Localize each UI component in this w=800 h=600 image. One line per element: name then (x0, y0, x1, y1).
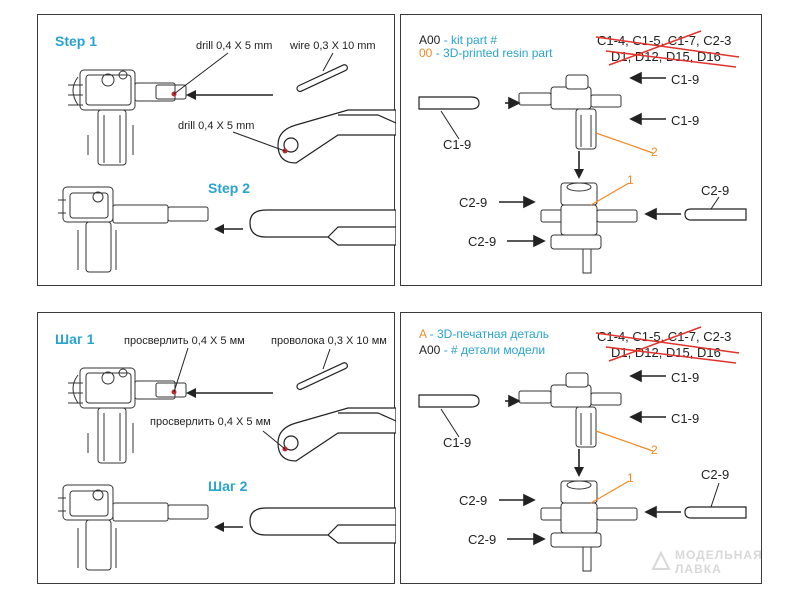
watermark-text-line-2: ЛАВКА (675, 562, 722, 576)
legend-kit-text-ru: - # детали модели (440, 343, 546, 357)
top-right-panel: A00 - kit part # 00 - 3D-printed resin p… (400, 14, 762, 286)
callout-2-ru: 2 (651, 443, 658, 457)
bottom-right-panel: A - 3D-печатная деталь A00 - # детали мо… (400, 312, 762, 584)
legend-resin-code-ru: A (419, 327, 427, 341)
legend-kit-part-ru: A00 - # детали модели (419, 343, 545, 357)
legend-resin-part-ru: A - 3D-печатная деталь (419, 327, 549, 341)
callout-1-ru: 1 (627, 471, 634, 485)
callout-1: 1 (627, 173, 634, 187)
drill-label-lower: drill 0,4 X 5 mm (178, 120, 255, 132)
label-c2-9-lower: C2-9 (468, 234, 497, 249)
struck-parts-line-2-ru: D1, D12, D15, D16 (611, 345, 721, 360)
legend-kit-part: A00 - kit part # (419, 33, 497, 47)
label-c2-9-right: C2-9 (701, 183, 730, 198)
step-1-rotor-head-drawing-ru (58, 347, 396, 571)
legend-kit-text: - kit part # (440, 33, 498, 47)
label-c1-9-left: C1-9 (443, 137, 472, 152)
wire-label: wire 0,3 X 10 mm (290, 40, 376, 52)
label-c1-9-lower-ru: C1-9 (671, 411, 700, 426)
label-c1-9-left-ru: C1-9 (443, 435, 472, 450)
watermark-text-line-1: МОДЕЛЬНАЯ (675, 548, 763, 562)
legend-kit-code-ru: A00 (419, 343, 441, 357)
step-1-rotor-head-drawing (58, 52, 396, 273)
wire-label-ru: проволока 0,3 X 10 мм (271, 335, 387, 347)
label-c1-9-upper: C1-9 (671, 72, 700, 87)
legend-resin-text: - 3D-printed resin part (432, 46, 553, 60)
struck-parts-line-1-ru: C1-4, C1-5, C1-7, C2-3 (597, 329, 732, 344)
step-2-title: Step 2 (208, 180, 251, 196)
label-c2-9-upper: C2-9 (459, 195, 488, 210)
struck-parts-line-2: D1, D12, D15, D16 (611, 49, 721, 64)
step-2-title-ru: Шаг 2 (208, 478, 248, 494)
step-1-title: Step 1 (55, 33, 98, 49)
top-exploded-assembly-drawing (418, 30, 747, 274)
drill-label-upper-ru: просверлить 0,4 X 5 мм (124, 335, 245, 347)
legend-resin-code: 00 (419, 46, 433, 60)
drill-label-upper: drill 0,4 X 5 mm (196, 40, 273, 52)
legend-resin-text-ru: - 3D-печатная деталь (426, 327, 549, 341)
bottom-exploded-assembly-drawing (418, 326, 747, 572)
callout-2: 2 (651, 145, 658, 159)
struck-parts-line-1: C1-4, C1-5, C1-7, C2-3 (597, 33, 732, 48)
legend-resin-part: 00 - 3D-printed resin part (419, 46, 552, 60)
watermark-logo-icon (651, 550, 671, 570)
top-left-panel: Step 1 drill 0,4 X 5 mm wire 0,3 X 10 mm… (37, 14, 396, 286)
label-c2-9-right-ru: C2-9 (701, 467, 730, 482)
label-c2-9-lower-ru: C2-9 (468, 532, 497, 547)
label-c1-9-lower: C1-9 (671, 113, 700, 128)
step-1-title-ru: Шаг 1 (55, 331, 95, 347)
label-c1-9-upper-ru: C1-9 (671, 370, 700, 385)
bottom-left-panel: Шаг 1 просверлить 0,4 X 5 мм проволока 0… (37, 312, 396, 584)
drill-label-lower-ru: просверлить 0,4 X 5 мм (150, 416, 271, 428)
legend-kit-code: A00 (419, 33, 441, 47)
label-c2-9-upper-ru: C2-9 (459, 493, 488, 508)
